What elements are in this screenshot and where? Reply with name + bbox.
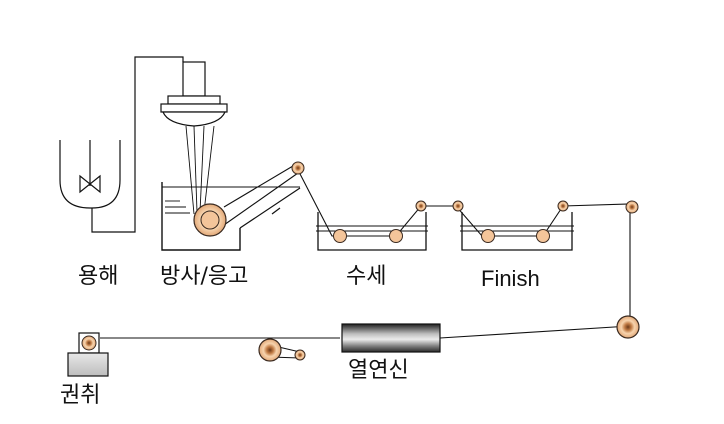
bobbin-icon: [81, 335, 97, 351]
guide-roller: [625, 200, 639, 214]
finish-roller: [536, 229, 550, 243]
rollers: [193, 161, 640, 362]
wash-roller: [333, 229, 347, 243]
label-dissolution: 용해: [78, 264, 119, 289]
label-finish: Finish: [481, 266, 540, 291]
label-washing: 수세: [346, 264, 387, 289]
spinneret: [160, 61, 228, 215]
winder: [67, 332, 109, 377]
washing-bath: [316, 212, 428, 251]
finish-bath: [460, 212, 574, 251]
finish-roller: [481, 229, 495, 243]
label-winding: 권취: [60, 383, 101, 408]
guide-roller: [557, 200, 569, 212]
guide-roller: [291, 161, 305, 175]
coagulation-bath: [161, 182, 301, 251]
draw-roller-small: [294, 349, 306, 361]
guide-roller: [452, 200, 464, 212]
stirrer-icon: [79, 174, 91, 194]
label-spinning-coagulation: 방사/응고: [160, 264, 249, 289]
dissolution-tank: [59, 56, 184, 233]
guide-roller: [415, 200, 427, 212]
draw-roller: [258, 338, 282, 362]
wash-roller: [389, 229, 403, 243]
label-hot-drawing: 열연신: [348, 358, 409, 383]
hot-drawing-heater: [341, 323, 441, 353]
godet-roller: [616, 315, 640, 339]
